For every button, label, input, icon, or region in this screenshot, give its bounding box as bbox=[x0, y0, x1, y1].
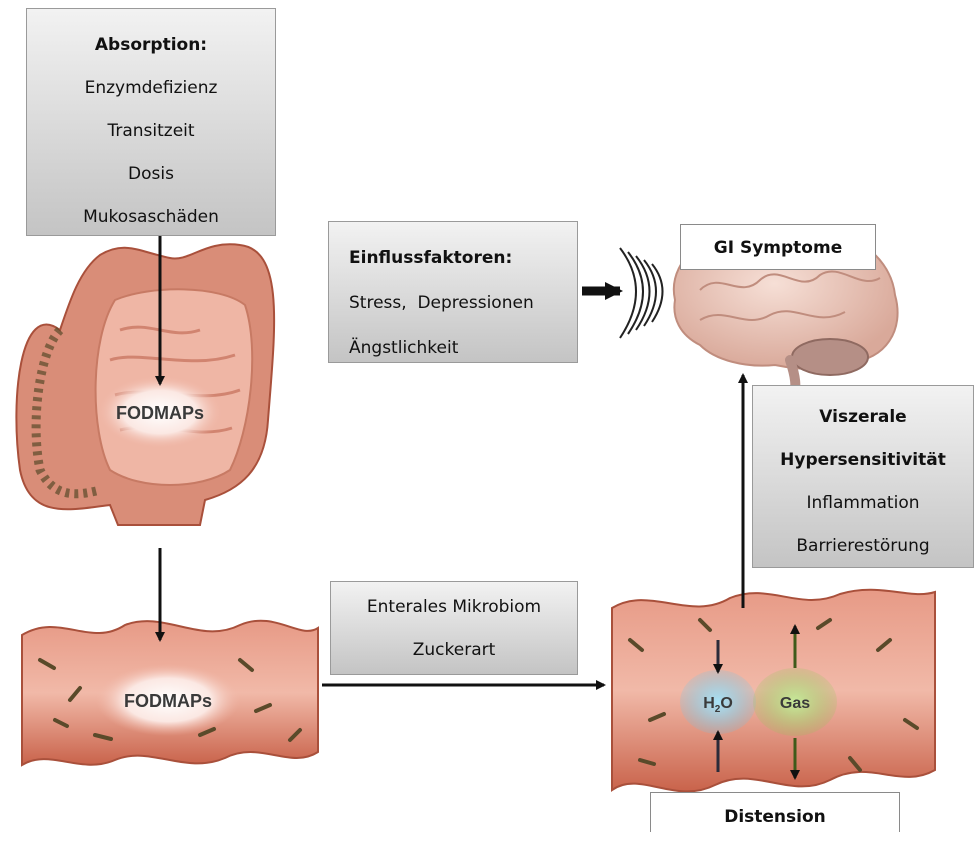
visceral-item-barrierestoerung: Barrierestörung bbox=[753, 525, 973, 568]
influence-factors-line-1: Stress, Depressionen bbox=[349, 281, 577, 326]
gi-symptoms-label: GI Symptome bbox=[714, 238, 842, 258]
h2o-h: H bbox=[703, 695, 715, 712]
absorption-item-enzymdefizienz: Enzymdefizienz bbox=[27, 67, 275, 110]
absorption-box: Absorption: Enzymdefizienz Transitzeit D… bbox=[26, 8, 276, 236]
absorption-item-mukosaschaeden: Mukosaschäden bbox=[27, 196, 275, 239]
distension-box: Distension bbox=[650, 792, 900, 832]
signal-waves bbox=[620, 248, 663, 338]
absorption-item-dosis: Dosis bbox=[27, 153, 275, 196]
microbiome-line-2: Zuckerart bbox=[331, 629, 577, 672]
visceral-hypersensitivity-box: Viszerale Hypersensitivität Inflammation… bbox=[752, 385, 974, 568]
microbiome-line-1: Enterales Mikrobiom bbox=[331, 586, 577, 629]
absorption-item-transitzeit: Transitzeit bbox=[27, 110, 275, 153]
segment-left-illustration: FODMAPs bbox=[22, 621, 318, 765]
influence-factors-box: Einflussfaktoren: Stress, Depressionen Ä… bbox=[328, 221, 578, 363]
water-glow bbox=[680, 670, 756, 734]
influence-factors-title: Einflussfaktoren: bbox=[349, 236, 577, 281]
segment-fodmap-label: FODMAPs bbox=[124, 691, 212, 711]
influence-factors-line-2: Ängstlichkeit bbox=[349, 326, 577, 371]
h2o-o: O bbox=[720, 695, 732, 712]
visceral-title-line-1: Viszerale bbox=[753, 396, 973, 439]
segment-right-illustration: H2O Gas bbox=[612, 590, 935, 792]
gas-label: Gas bbox=[780, 695, 810, 712]
brain-cerebellum bbox=[792, 339, 868, 375]
visceral-title-line-2: Hypersensitivität bbox=[753, 439, 973, 482]
gi-symptoms-box: GI Symptome bbox=[680, 224, 876, 270]
distension-label: Distension bbox=[724, 807, 826, 827]
absorption-title: Absorption: bbox=[27, 24, 275, 67]
wave-5 bbox=[652, 264, 663, 322]
microbiome-box: Enterales Mikrobiom Zuckerart bbox=[330, 581, 578, 675]
colon-fodmap-label: FODMAPs bbox=[116, 403, 204, 423]
colon-illustration: FODMAPs bbox=[16, 244, 274, 525]
visceral-item-inflammation: Inflammation bbox=[753, 482, 973, 525]
